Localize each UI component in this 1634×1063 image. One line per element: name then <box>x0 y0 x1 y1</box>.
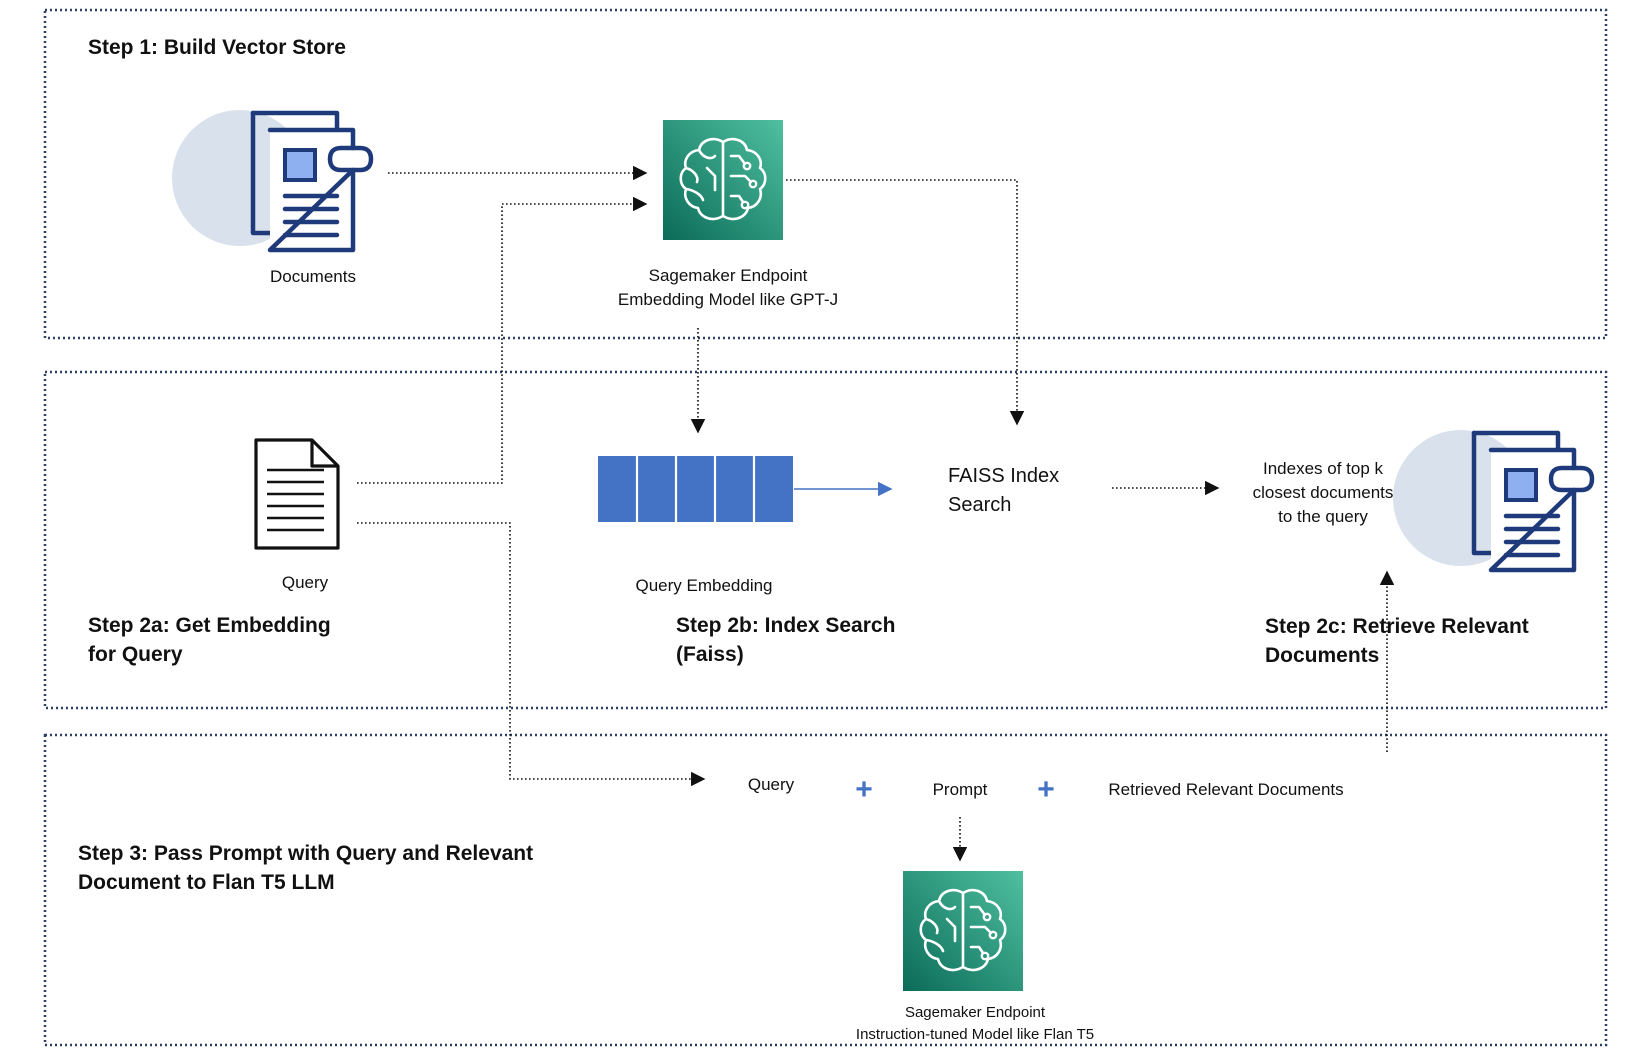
step2c-heading-line2: Documents <box>1265 644 1379 667</box>
embedding-endpoint-label-line2: Embedding Model like GPT-J <box>618 290 838 309</box>
step3-heading-line2: Document to Flan T5 LLM <box>78 871 335 894</box>
plus-icon: + <box>1037 773 1055 806</box>
faiss-label-line2: Search <box>948 494 1011 516</box>
faiss-label-line1: FAISS Index <box>948 465 1059 487</box>
step3-heading-line1: Step 3: Pass Prompt with Query and Relev… <box>78 842 533 865</box>
query-embedding-vector <box>598 456 793 522</box>
llm-endpoint-label-line2: Instruction-tuned Model like Flan T5 <box>856 1026 1094 1043</box>
step2-panel <box>43 370 1608 710</box>
step3-panel <box>43 733 1608 1047</box>
arrow-query-to-prompt <box>357 522 706 787</box>
sagemaker-brain-icon <box>661 118 785 242</box>
document-page-icon <box>254 438 340 550</box>
step2b-heading-line1: Step 2b: Index Search <box>676 614 895 637</box>
step2a-heading-line1: Step 2a: Get Embedding <box>88 614 331 637</box>
documents-icon <box>172 110 371 250</box>
documents-label: Documents <box>270 267 356 286</box>
embedding-endpoint-label-line1: Sagemaker Endpoint <box>649 266 808 285</box>
query-embedding-label: Query Embedding <box>635 576 772 595</box>
retrieved-docs-label: Retrieved Relevant Documents <box>1108 780 1343 799</box>
step1-panel <box>43 8 1608 340</box>
prompt-label: Prompt <box>933 780 988 799</box>
step2a-heading-line2: for Query <box>88 643 183 666</box>
llm-endpoint-label-line1: Sagemaker Endpoint <box>905 1004 1046 1021</box>
indexes-label-line2: closest documents <box>1253 483 1394 502</box>
arrow-embedding-to-faiss <box>786 179 1025 426</box>
sagemaker-brain-icon <box>901 869 1025 993</box>
retrieved-documents-icon <box>1393 430 1592 570</box>
indexes-label-line3: to the query <box>1278 507 1368 526</box>
query-label: Query <box>282 573 329 592</box>
prompt-query-label: Query <box>748 775 795 794</box>
step1-heading: Step 1: Build Vector Store <box>88 36 346 59</box>
step2b-heading-line2: (Faiss) <box>676 643 744 666</box>
arrow-query-to-embedding <box>357 196 648 484</box>
step2c-heading-line1: Step 2c: Retrieve Relevant <box>1265 615 1529 638</box>
plus-icon: + <box>855 773 873 806</box>
indexes-label-line1: Indexes of top k <box>1263 459 1384 478</box>
